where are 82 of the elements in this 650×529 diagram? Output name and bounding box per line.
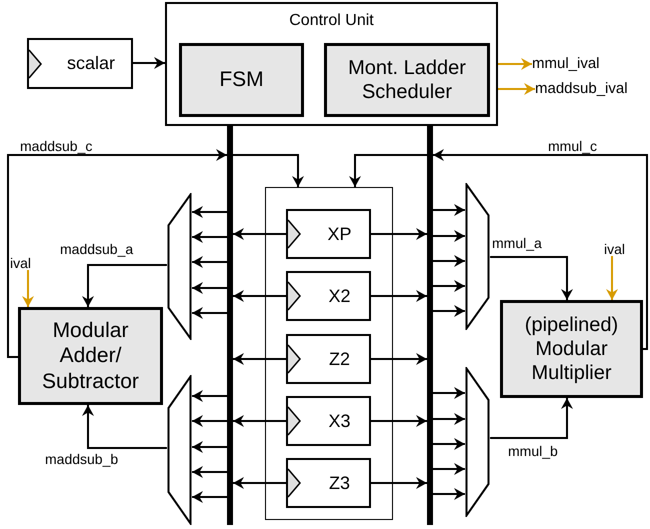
arrow [371, 353, 427, 365]
arrow [82, 405, 167, 449]
multiplexer-shape [167, 375, 192, 525]
arrow [490, 256, 573, 300]
arrow [192, 282, 227, 294]
bus-bar [227, 126, 233, 525]
control-unit-box [165, 2, 498, 126]
arrow [192, 415, 227, 427]
arrow [233, 353, 286, 365]
multiplexer-shape [465, 367, 490, 517]
multiplexer-shape [167, 193, 192, 340]
register-label: Z3 [328, 472, 350, 494]
block-label: Modular Adder/ Subtractor [41, 318, 140, 394]
arrow [606, 256, 618, 300]
signal-label: ival [10, 256, 32, 270]
arrow [371, 415, 427, 427]
arrow [371, 477, 427, 489]
arrow [433, 230, 465, 242]
register-label: X2 [328, 286, 351, 306]
edge-label: maddsub_b [45, 452, 118, 466]
arrow [433, 305, 465, 317]
arrow [233, 415, 286, 427]
arrow [498, 58, 532, 70]
arrow [192, 231, 227, 243]
process-box [18, 307, 163, 405]
arrow [433, 438, 465, 450]
arrow [192, 466, 227, 478]
arrow [233, 477, 286, 489]
block-label: FSM [218, 67, 265, 93]
arrow [371, 228, 427, 240]
arrow [433, 488, 465, 500]
edge-label: mmul_a [492, 236, 542, 250]
register-box [286, 271, 371, 321]
arrow [233, 228, 286, 240]
register-box [27, 38, 133, 89]
arrow [433, 255, 465, 267]
arrow [433, 413, 465, 425]
arrow [433, 280, 465, 292]
arrow [433, 463, 465, 475]
arrow [192, 307, 227, 319]
arrow [349, 154, 427, 187]
arrow [192, 491, 227, 503]
signal-label: ival [604, 242, 626, 256]
register-file-box [265, 187, 393, 520]
signal-label: mmul_ival [532, 56, 600, 71]
arrow [371, 290, 427, 302]
arrow [133, 57, 165, 69]
register-box [286, 209, 371, 259]
register-box [286, 396, 371, 446]
edge-label: maddsub_c [20, 139, 92, 153]
register-label: XP [327, 224, 352, 244]
group-title: Control Unit [289, 12, 374, 30]
arrow [433, 149, 648, 350]
arrow [233, 290, 286, 302]
bus-bar [427, 126, 433, 525]
process-box [500, 300, 643, 398]
block-label: (pipelined) Modular Multiplier [524, 313, 620, 385]
arrow [192, 206, 227, 218]
arrow [7, 149, 227, 358]
multiplexer-shape [465, 183, 490, 330]
arrow [22, 270, 34, 307]
signal-label: maddsub_ival [535, 81, 628, 96]
arrow [233, 154, 304, 187]
arrow [192, 441, 227, 453]
register-box [286, 458, 371, 508]
arrow [433, 204, 465, 216]
arrow [490, 398, 573, 439]
arrow [498, 83, 535, 95]
register-label: scalar [66, 53, 115, 74]
process-box [324, 43, 490, 117]
block-label: Mont. Ladder Scheduler [347, 56, 467, 104]
arrow [192, 256, 227, 268]
arrow [433, 387, 465, 399]
arrow [192, 390, 227, 402]
register-label: X3 [328, 410, 351, 432]
process-box [179, 43, 304, 117]
register-label: Z2 [328, 348, 350, 370]
register-box [286, 334, 371, 384]
edge-label: maddsub_a [60, 242, 134, 256]
arrow [82, 264, 167, 307]
edge-label: mmul_c [548, 139, 598, 153]
edge-label: mmul_b [508, 444, 558, 458]
